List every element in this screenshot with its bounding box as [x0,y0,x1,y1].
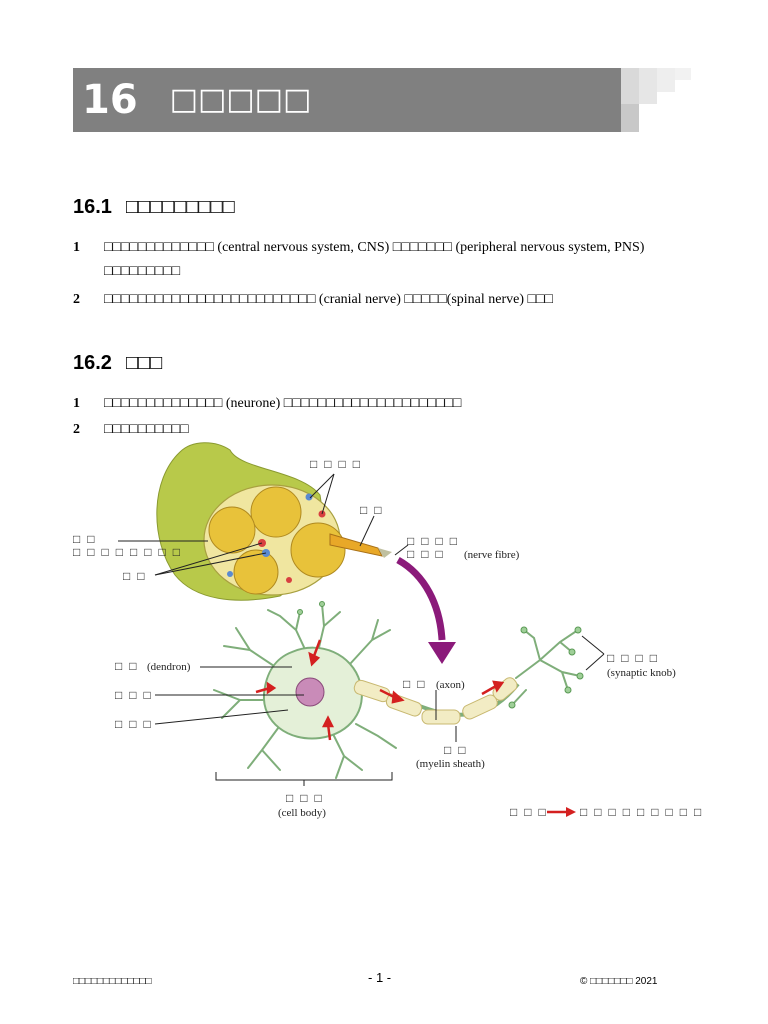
fascicle [233,549,279,595]
dendrite [349,619,391,665]
label-cellbody-en: (cell body) [278,807,326,819]
myelin-segment [462,694,498,720]
nerve-bundle [156,442,392,601]
label-axon-zh: □ □ [403,677,427,691]
label-blood-vessel: □ □ □ □ [310,457,362,471]
label-dendron-zh: □ □ [115,659,139,673]
item-text: □□□□□□□□□□□□□□□□□□□□□□□□□ (cranial nerve… [104,292,553,307]
label-fibre-zh-1: □ □ □ □ [407,534,459,548]
fascicle [290,522,346,578]
banner-deco-3 [657,68,675,92]
legend-left-text: □ □ □ [510,805,548,819]
protruding-fibre [329,533,383,557]
list-item: 2 □□□□□□□□□□ [73,418,673,442]
list-item: 1 □□□□□□□□□□□□□ (central nervous system,… [73,236,673,284]
fascicle [250,486,302,538]
section-heading-16-2: 16.2 □□□ [73,352,162,375]
item-text: □□□□□□□□□□ [104,422,189,437]
item-number: 2 [73,292,80,307]
section-number: 16.1 [73,196,112,218]
section-title: □□□□□□□□□ [125,196,235,218]
legend-arrow-icon [547,807,576,817]
dendrite [223,627,281,671]
banner-deco-2 [639,68,657,104]
label-fibre-zh-2: □ □ □ [407,547,445,561]
label-synaptic-en: (synaptic knob) [607,667,676,679]
blood-vessel [227,571,233,577]
item-text: □□□□□□□□□□□□□ (central nervous system, C… [104,240,645,279]
dendrite [247,719,285,771]
chapter-heading: 16 □□□□□ [82,74,311,126]
label-axon-top: □ □ [360,503,384,517]
nucleus [295,677,325,707]
chapter-banner [73,68,621,132]
item-number: 2 [73,422,80,437]
leader-lines [118,473,605,786]
footer-copyright: © □□□□□□□ 2021 [580,976,658,987]
chapter-title: □□□□□ [169,82,312,117]
item-number: 1 [73,240,80,255]
myelin-segment [421,709,461,725]
banner-deco-4 [675,68,691,80]
section-title: □□□ [125,352,163,374]
fibre-tip [378,548,392,558]
label-axon-en: (axon) [436,679,465,691]
synaptic-knobs [297,601,584,709]
item-text: □□□□□□□□□□□□□□ (neurone) □□□□□□□□□□□□□□□… [104,396,462,411]
label-cellbody-zh: □ □ □ [286,791,324,805]
label-fibre-en: (nerve fibre) [464,549,520,561]
list-item: 2 □□□□□□□□□□□□□□□□□□□□□□□□□ (cranial ner… [73,288,673,312]
page-number: - 1 - [368,970,392,985]
label-synaptic-zh: □ □ □ □ [607,651,659,665]
label-nerve-fibre-bundle: □ □ □ □ □ □ □ □ [73,545,182,559]
item-number: 1 [73,396,80,411]
axon-terminal [511,629,581,706]
label-connective: □ □ [123,569,147,583]
label-nerve: □ □ [73,532,97,546]
section-heading-16-1: 16.1 □□□□□□□□□ [73,196,235,219]
section-number: 16.2 [73,352,112,374]
fascicle [208,506,256,554]
label-myelin-en: (myelin sheath) [416,758,485,770]
label-myelin-zh: □ □ [444,743,468,757]
impulse-arrows [255,639,505,741]
zoom-arrow [396,556,446,641]
blood-vessel [305,493,313,501]
legend-right-text: □ □ □ □ □ □ □ □ □ [580,805,703,819]
label-nucleus: □ □ □ [115,688,153,702]
list-item: 1 □□□□□□□□□□□□□□ (neurone) □□□□□□□□□□□□□… [73,392,673,416]
label-cytoplasm: □ □ □ [115,717,153,731]
dendrite [329,727,363,779]
label-dendron-en: (dendron) [147,661,191,673]
chapter-number: 16 [82,77,138,123]
blood-vessel [286,577,292,583]
dendrite [213,689,273,719]
dendrite [355,723,397,749]
footer-left: □□□□□□□□□□□□□ [73,976,152,987]
banner-deco-5 [621,104,639,132]
zoom-arrow-head [428,642,456,664]
